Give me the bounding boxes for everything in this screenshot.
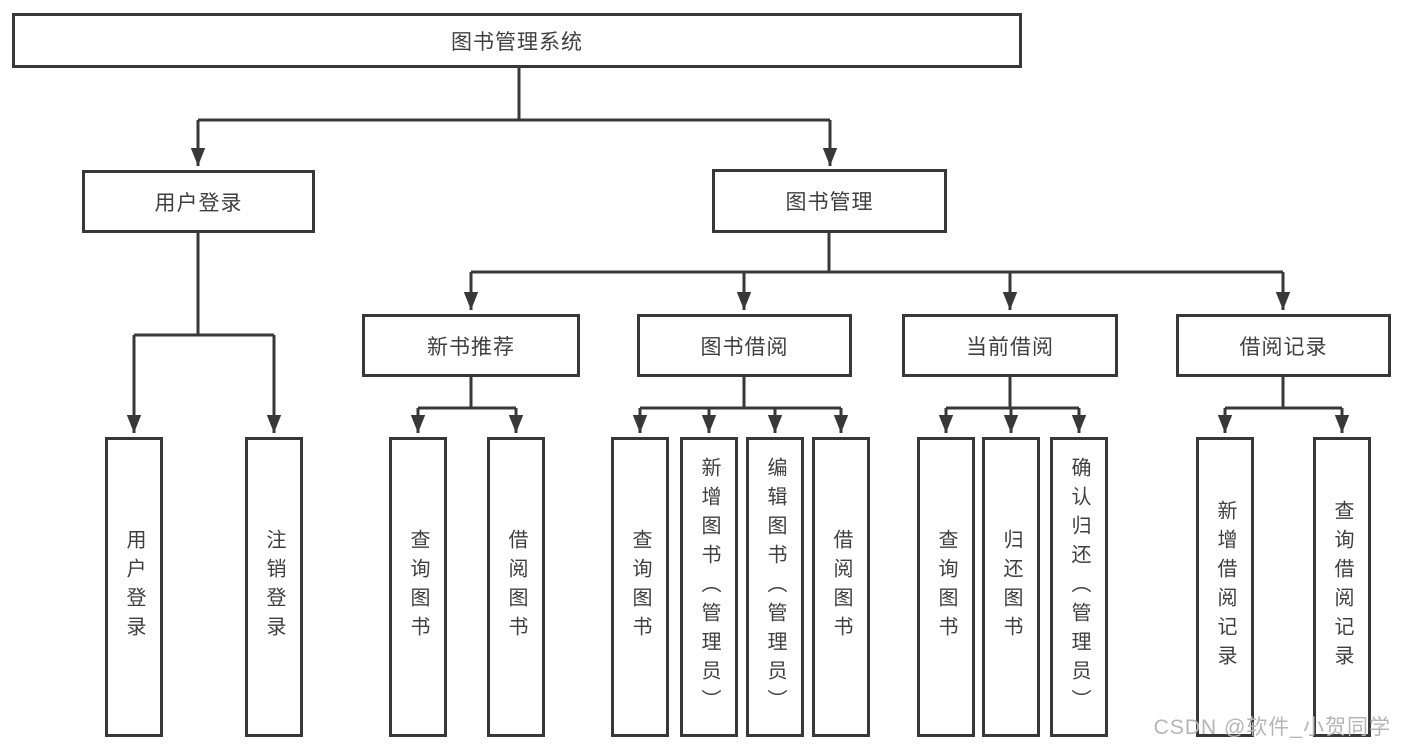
node-borrow-records: 借阅记录 [1176, 314, 1391, 377]
leaf-confirm-return-admin-label: 确认归还（管理员） [1068, 456, 1090, 718]
node-new-book-recommend: 新书推荐 [362, 314, 580, 377]
leaf-borrow-book-label: 借阅图书 [830, 529, 852, 645]
node-new-book-recommend-label: 新书推荐 [427, 335, 515, 359]
leaf-recommend-search-book-label: 查询图书 [407, 529, 429, 645]
leaf-search-borrow-record: 查询借阅记录 [1313, 437, 1371, 737]
node-book-borrow-label: 图书借阅 [700, 335, 789, 359]
leaf-add-book-admin-label: 新增图书（管理员） [698, 456, 720, 718]
leaf-add-borrow-record-label: 新增借阅记录 [1214, 500, 1236, 674]
leaf-current-search-book-label: 查询图书 [935, 529, 957, 645]
node-current-borrow: 当前借阅 [902, 314, 1118, 377]
leaf-edit-book-admin-label: 编辑图书（管理员） [764, 456, 786, 718]
leaf-confirm-return-admin: 确认归还（管理员） [1050, 437, 1108, 737]
leaf-search-borrow-record-label: 查询借阅记录 [1331, 500, 1353, 674]
leaf-borrow-book: 借阅图书 [812, 437, 870, 737]
leaf-return-book: 归还图书 [982, 437, 1040, 737]
node-user-login-label: 用户登录 [154, 191, 243, 215]
node-borrow-records-label: 借阅记录 [1239, 335, 1328, 359]
node-book-management: 图书管理 [712, 169, 947, 233]
leaf-add-borrow-record: 新增借阅记录 [1196, 437, 1254, 737]
leaf-recommend-search-book: 查询图书 [389, 437, 447, 737]
leaf-logout-label: 注销登录 [263, 529, 285, 645]
leaf-return-book-label: 归还图书 [1000, 529, 1022, 645]
node-book-management-label: 图书管理 [785, 191, 874, 214]
leaf-edit-book-admin: 编辑图书（管理员） [746, 437, 804, 737]
node-book-borrow: 图书借阅 [637, 314, 852, 377]
leaf-borrow-search-book: 查询图书 [611, 437, 669, 737]
leaf-add-book-admin: 新增图书（管理员） [680, 437, 738, 737]
node-user-login: 用户登录 [82, 170, 315, 233]
csdn-watermark: CSDN @软件_小贺同学 [1153, 716, 1391, 739]
leaf-current-search-book: 查询图书 [917, 437, 975, 737]
leaf-recommend-borrow-book-label: 借阅图书 [505, 529, 527, 645]
leaf-user-login: 用户登录 [105, 437, 163, 737]
node-root-system: 图书管理系统 [12, 13, 1022, 68]
node-root-label: 图书管理系统 [451, 30, 583, 54]
leaf-logout: 注销登录 [245, 437, 303, 737]
node-current-borrow-label: 当前借阅 [966, 335, 1054, 359]
leaf-recommend-borrow-book: 借阅图书 [487, 437, 545, 737]
leaf-user-login-label: 用户登录 [123, 529, 145, 645]
leaf-borrow-search-book-label: 查询图书 [629, 529, 651, 645]
